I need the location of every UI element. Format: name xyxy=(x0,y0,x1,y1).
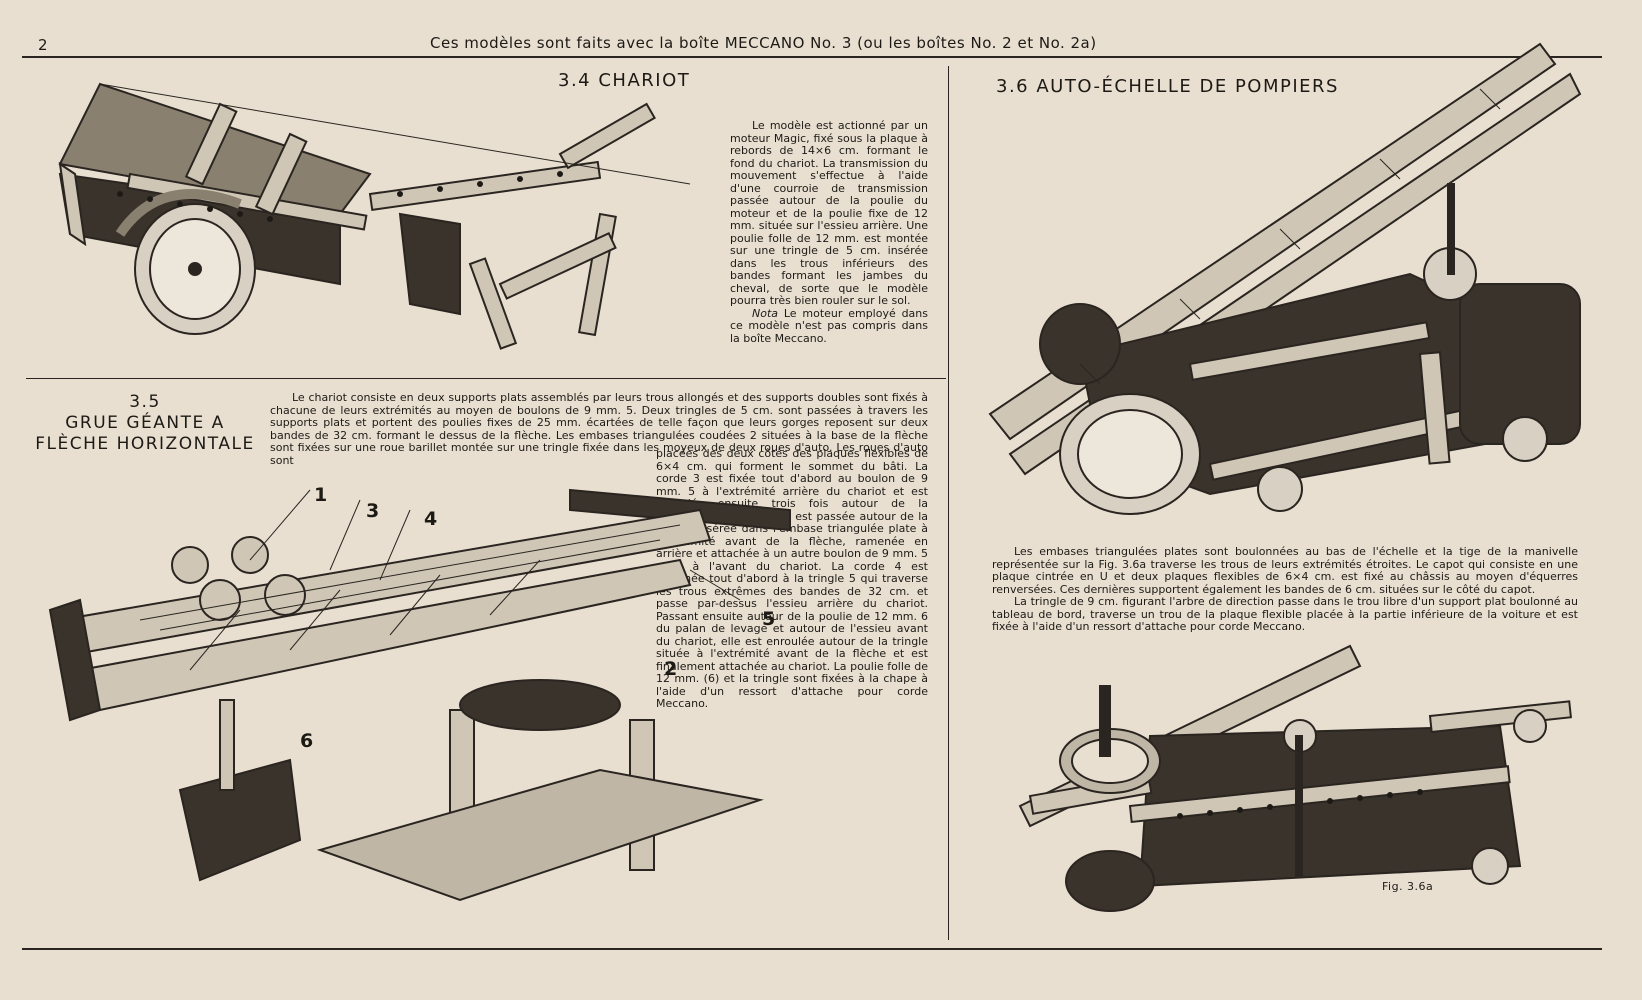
callout-3: 3 xyxy=(366,500,380,522)
bottom-rule xyxy=(22,948,1602,950)
page-header: Ces modèles sont faits avec la boîte MEC… xyxy=(430,34,1097,52)
section-36-text: Les embases triangulées plates sont boul… xyxy=(992,545,1578,634)
section-35-title-number: 3.5 xyxy=(129,392,161,412)
callout-6: 6 xyxy=(300,730,314,752)
figure-caption: Fig. 3.6a xyxy=(1382,880,1434,893)
fire-ladder-illustration xyxy=(988,42,1582,515)
callout-5: 5 xyxy=(762,608,776,630)
column-divider xyxy=(948,66,949,940)
section-36-paragraph-2: La tringle de 9 cm. figurant l'arbre de … xyxy=(992,595,1578,633)
section-35-text-top: Le chariot consiste en deux supports pla… xyxy=(270,391,928,467)
crane-illustration xyxy=(48,488,791,902)
page-number: 2 xyxy=(38,36,48,54)
nota-label: Nota xyxy=(752,306,779,320)
callout-1: 1 xyxy=(314,484,328,506)
section-35-paragraph-1: Le chariot consiste en deux supports pla… xyxy=(270,391,928,467)
section-35-title-line-2: GRUE GÉANTE A xyxy=(65,413,225,433)
section-34-paragraph: Le modèle est actionné par un moteur Mag… xyxy=(730,119,928,307)
nota-text: Le moteur employé dans ce modèle n'est p… xyxy=(730,306,928,345)
section-divider xyxy=(26,378,946,379)
section-36-title: 3.6 AUTO-ÉCHELLE DE POMPIERS xyxy=(996,76,1339,97)
chariot-illustration xyxy=(58,82,691,350)
callout-4: 4 xyxy=(424,508,438,530)
callout-2: 2 xyxy=(664,658,678,680)
fire-ladder-underside-illustration xyxy=(1018,644,1573,912)
top-rule xyxy=(22,56,1602,58)
section-34-text: Le modèle est actionné par un moteur Mag… xyxy=(730,119,928,345)
section-34-title: 3.4 CHARIOT xyxy=(558,70,691,91)
section-36-paragraph-1: Les embases triangulées plates sont boul… xyxy=(992,545,1578,596)
section-35-title-line-3: FLÈCHE HORIZONTALE xyxy=(35,434,255,454)
section-35-title: 3.5 GRUE GÉANTE A FLÈCHE HORIZONTALE xyxy=(30,392,260,455)
